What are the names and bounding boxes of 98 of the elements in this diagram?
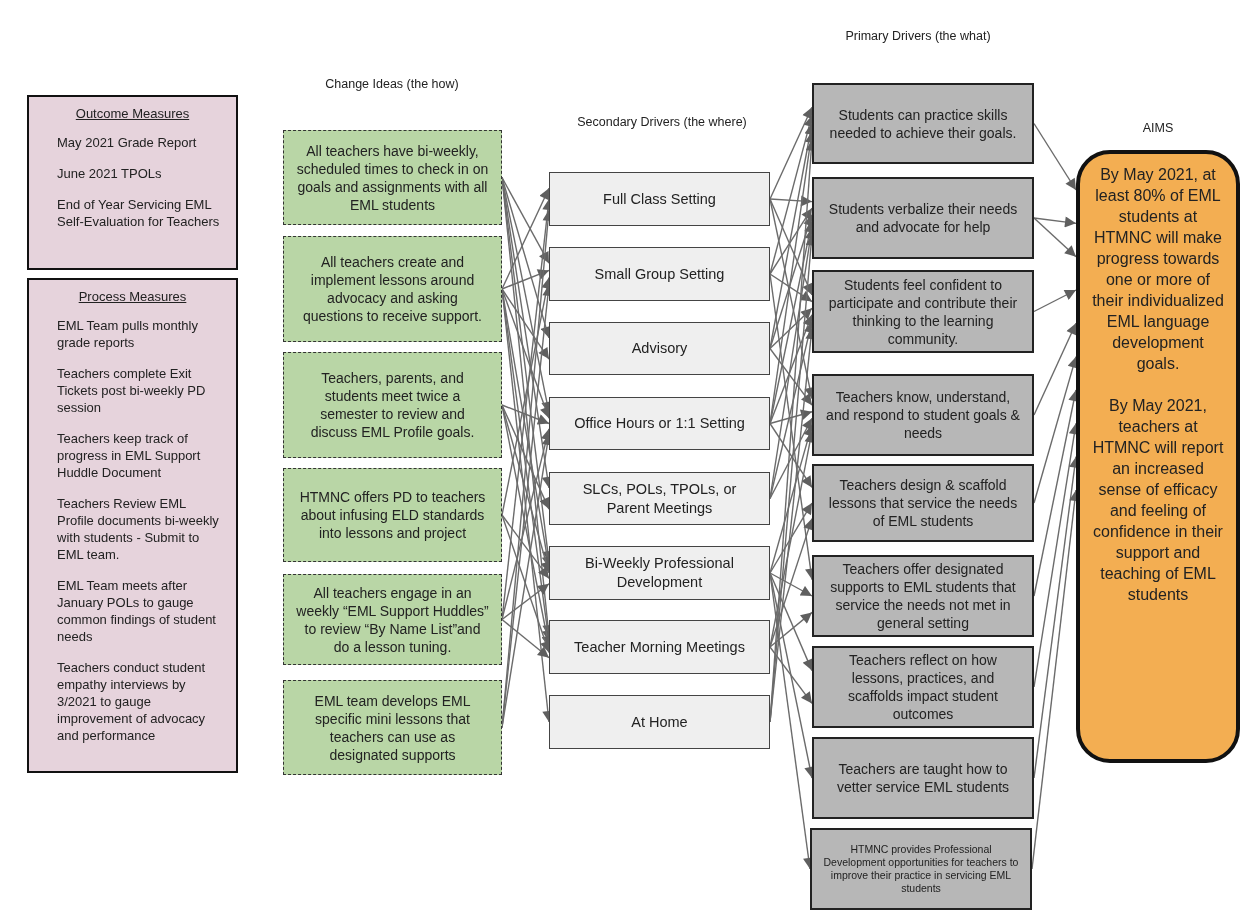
measures-panel — [27, 95, 238, 270]
arrow — [769, 502, 813, 574]
arrow — [1033, 289, 1077, 313]
arrow — [769, 273, 813, 303]
box-text: HTMNC offers PD to teachers about infusing ELD standards into lessons and project — [298, 488, 487, 542]
column-heading: Change Ideas (the how) — [324, 76, 460, 92]
measure-item: EML Team meets after January POLs to gauge common findings of student needs — [57, 577, 217, 645]
arrow — [501, 176, 550, 264]
panel-heading: Process Measures — [77, 288, 188, 305]
box-text: Bi-Weekly Professional Development — [584, 554, 735, 592]
arrow — [1033, 217, 1077, 258]
arrow — [501, 269, 550, 290]
arrow — [1033, 216, 1077, 228]
panel-heading: Outcome Measures — [74, 105, 191, 122]
driver-box — [812, 177, 1034, 259]
box-text: SLCs, POLs, TPOLs, or Parent Meetings — [581, 479, 738, 518]
driver-box — [812, 555, 1034, 637]
arrow — [769, 207, 813, 275]
box-text: All teachers engage in an weekly “EML Support Huddles” to review “By Name List”and do a lesson tuning. — [296, 583, 489, 656]
driver-box — [549, 695, 770, 749]
driver-box — [812, 374, 1034, 456]
measure-item: Teachers conduct student empathy interviews by 3/2021 to gauge improvement of advocacy and performance — [57, 659, 207, 744]
measure-item: End of Year Servicing EML Self-Evaluation for Teachers — [57, 196, 221, 230]
measures-panel — [27, 278, 238, 773]
arrow — [1033, 122, 1077, 191]
box-text: Teachers reflect on how lessons, practices, and scaffolds impact student outcomes — [847, 651, 999, 723]
arrow — [501, 514, 550, 580]
change-idea-box — [283, 468, 502, 562]
arrow — [769, 572, 813, 597]
box-text: EML team develops EML specific mini lessons that teachers can use as designated supports — [313, 691, 472, 764]
driver-box — [812, 737, 1034, 819]
driver-box — [549, 322, 770, 375]
box-text: Small Group Setting — [594, 264, 725, 284]
box-text: All teachers create and implement lessons around advocacy and asking questions to receive support. — [302, 253, 483, 325]
driver-box — [549, 247, 770, 301]
arrow — [501, 618, 550, 659]
driver-box — [549, 172, 770, 226]
column-heading: Secondary Drivers (the where) — [576, 114, 748, 130]
driver-box — [549, 546, 770, 600]
arrow — [769, 409, 813, 425]
arrow — [769, 347, 813, 406]
arrow — [769, 307, 813, 350]
box-text: Students verbalize their needs and advocate for help — [827, 200, 1019, 236]
box-text: At Home — [631, 712, 688, 732]
measure-item: Teachers complete Exit Tickets post bi-weekly PD session — [57, 365, 207, 416]
aim-statement: By May 2021, at least 80% of EML students at HTMNC will make progress towards one or more of their individualized EML language development goals. — [1091, 165, 1225, 374]
box-text: HTMNC provides Professional Development opportunities for teachers to improve their practice in servicing EML students — [822, 843, 1020, 895]
driver-box — [812, 464, 1034, 542]
driver-box — [549, 397, 770, 450]
arrow — [501, 288, 550, 360]
box-text: Office Hours or 1:1 Setting — [574, 414, 745, 433]
box-text: Teachers know, understand, and respond to student goals & needs — [825, 388, 1021, 442]
column-heading: AIMS — [1141, 120, 1175, 136]
box-text: Teachers design & scaffold lessons that service the needs of EML students — [827, 476, 1019, 530]
box-text: Teacher Morning Meetings — [574, 637, 745, 657]
change-idea-box — [283, 130, 502, 225]
change-idea-box — [283, 574, 502, 665]
box-text: Teachers offer designated supports to EML students that service the needs not met in general setting — [829, 560, 1017, 632]
measure-item: Teachers keep track of progress in EML Support Huddle Document — [57, 430, 202, 481]
arrow — [769, 106, 813, 200]
measure-item: EML Team pulls monthly grade reports — [57, 317, 199, 351]
arrow — [769, 198, 813, 296]
box-text: Teachers, parents, and students meet twice a semester to review and discuss EML Profile goals. — [309, 369, 476, 441]
driver-box — [549, 620, 770, 674]
change-idea-box — [283, 352, 502, 458]
change-idea-box — [283, 680, 502, 775]
driver-box — [812, 646, 1034, 728]
arrow — [501, 404, 550, 510]
box-text: Students feel confident to participate and contribute their thinking to the learning community. — [827, 275, 1019, 348]
arrow — [501, 404, 550, 425]
arrow — [501, 187, 550, 290]
box-text: Advisory — [631, 339, 688, 358]
measure-item: June 2021 TPOLs — [57, 165, 163, 182]
driver-box — [549, 472, 770, 525]
driver-box — [812, 270, 1034, 353]
arrow — [769, 572, 813, 672]
arrow — [769, 314, 814, 425]
aim-box — [1076, 150, 1240, 763]
arrow — [501, 583, 550, 621]
arrow — [769, 195, 813, 207]
arrow — [501, 288, 551, 419]
box-text: Students can practice skills needed to achieve their goals. — [828, 105, 1018, 142]
change-idea-box — [283, 236, 502, 342]
column-heading: Primary Drivers (the what) — [844, 28, 992, 44]
measure-item: May 2021 Grade Report — [57, 134, 198, 151]
box-text: Teachers are taught how to vetter service EML students — [835, 760, 1011, 796]
arrow — [769, 422, 813, 489]
box-text: All teachers have bi-weekly, scheduled times to check in on goals and assignments with all EML students — [296, 141, 489, 214]
driver-box — [812, 83, 1034, 164]
arrow — [501, 514, 551, 654]
measure-item: Teachers Review EML Profile documents bi-weekly with students - Submit to EML team. — [57, 495, 220, 563]
box-text: Full Class Setting — [603, 189, 716, 209]
arrow — [769, 517, 814, 648]
arrow — [769, 417, 813, 500]
aim-statement: By May 2021, teachers at HTMNC will report an increased sense of efficacy and feeling of confidence in their support and teaching of EML students — [1091, 396, 1225, 605]
arrow — [769, 611, 813, 648]
driver-box — [810, 828, 1032, 910]
arrow — [769, 646, 813, 705]
